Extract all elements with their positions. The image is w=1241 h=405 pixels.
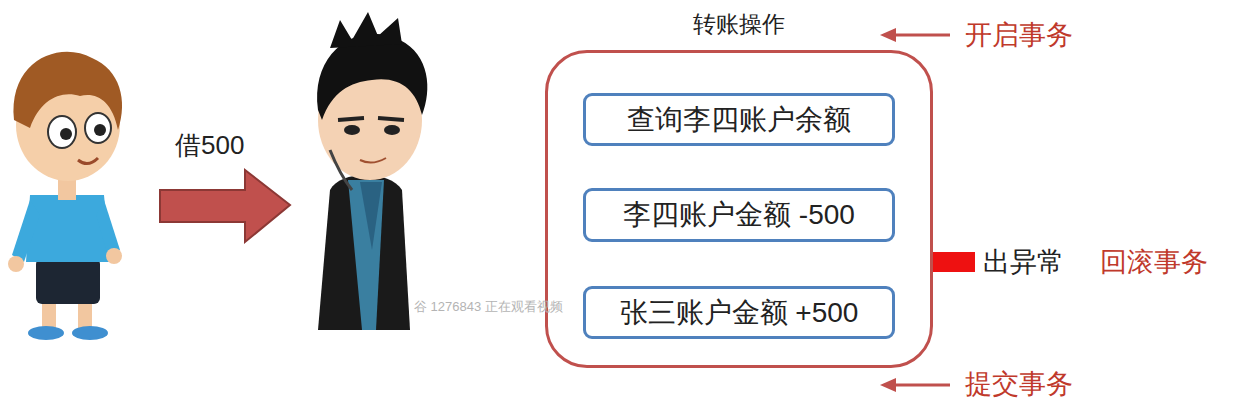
group-title: 转账操作 <box>548 9 930 40</box>
process-box: 李四账户金额 -500 <box>583 188 895 242</box>
action-label: 开启事务 <box>965 17 1073 53</box>
boy-figure <box>8 52 122 340</box>
box-text: 查询李四账户余额 <box>627 101 851 139</box>
process-box: 查询李四账户余额 <box>583 93 895 146</box>
watermark: 谷 1276843 正在观看视频 <box>414 298 563 316</box>
process-box: 张三账户金额 +500 <box>583 286 895 339</box>
pointer-line <box>892 34 950 37</box>
transaction-group: 转账操作查询李四账户余额李四账户金额 -500张三账户金额 +500 <box>545 50 933 368</box>
man-figure <box>317 12 427 330</box>
lend-arrow <box>160 170 290 242</box>
action-label: 提交事务 <box>965 366 1073 402</box>
pointer-head <box>880 378 896 392</box>
error-label: 出异常 <box>983 244 1064 280</box>
pointer-head <box>880 28 896 42</box>
box-text: 张三账户金额 +500 <box>620 294 859 332</box>
action-label: 回滚事务 <box>1100 244 1208 280</box>
transfer-label: 借500 <box>175 128 244 163</box>
pointer-line <box>892 384 950 387</box>
box-text: 李四账户金额 -500 <box>623 196 855 234</box>
